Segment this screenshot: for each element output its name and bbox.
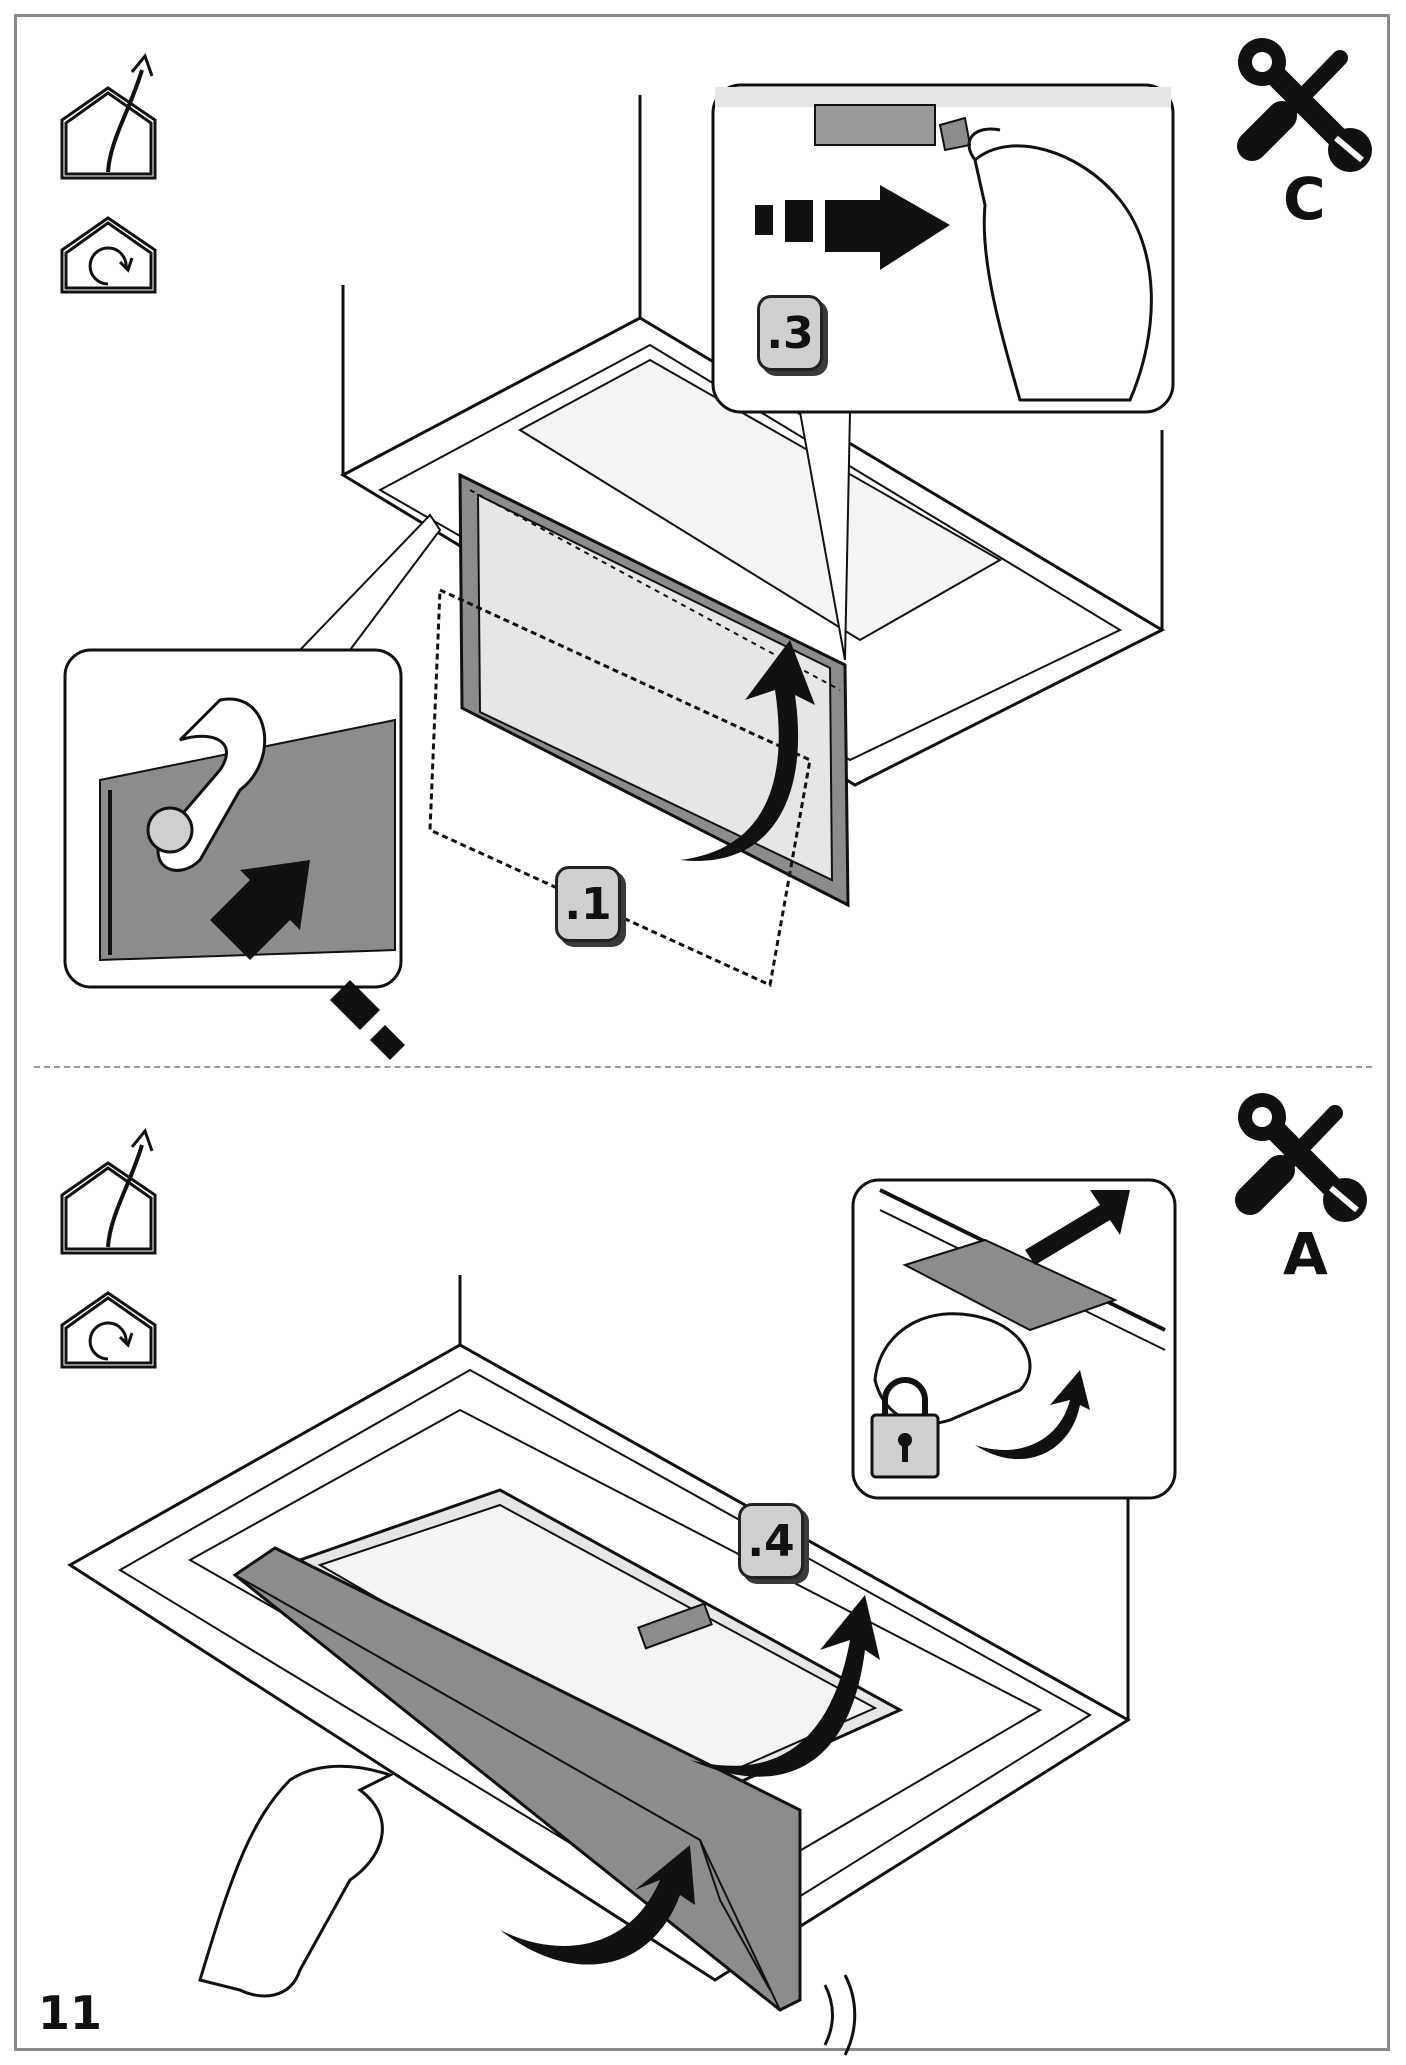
ducted-exhaust-icon [60,52,157,180]
page-number: 11 [38,1986,103,2040]
mode-letter-top: C [1283,165,1326,233]
section-divider [34,1066,1372,1068]
padlock-icon [870,1377,940,1479]
recirculation-icon-bottom [60,1291,157,1369]
ducted-exhaust-icon-bottom [60,1127,157,1255]
hand-holding-panel [198,1764,394,1998]
mode-letter-bottom: A [1283,1220,1328,1288]
tools-icon-bottom [1235,1093,1367,1222]
page-frame [14,14,1390,2051]
callout-latch-release [711,83,1175,661]
vibration-marks [823,1974,857,2056]
step-badge-3: .3 [757,295,823,371]
step-badge-4: .4 [738,1503,804,1579]
rotate-up-arrow [680,640,815,861]
callout-hinge-release [63,513,442,1060]
rotate-arrow-lower [500,1845,695,1965]
filter-panel-bottom [296,1488,904,1802]
rotate-arrow-upper [690,1595,880,1777]
tools-icon [1237,38,1372,172]
step-badge-1: .1 [555,866,621,942]
filter-panel-top [428,472,850,988]
recirculation-icon [60,216,157,294]
